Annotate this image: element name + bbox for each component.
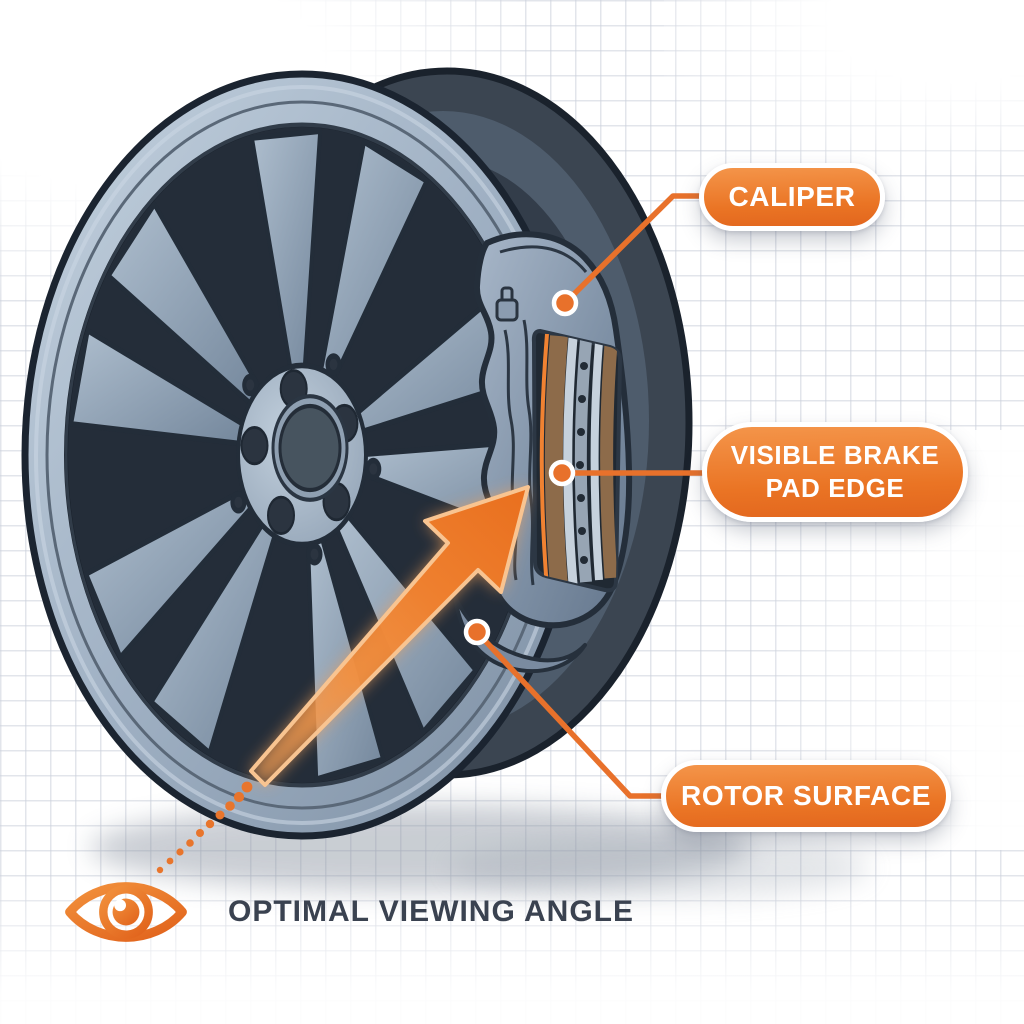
callout-rotor-surface: ROTOR SURFACE (661, 760, 951, 832)
callout-rotor-label: ROTOR SURFACE (681, 780, 931, 811)
rotor-band (563, 337, 578, 585)
leader-line-rotor (474, 630, 664, 799)
callout-caliper-label: CALIPER (728, 181, 856, 212)
rotor-lower-lip (453, 594, 587, 673)
leader-dot-caliper (551, 289, 579, 317)
eye-icon (65, 882, 187, 942)
dotted-sightline (156, 781, 253, 874)
viewing-arrow (249, 485, 530, 787)
callout-pad-line2: PAD EDGE (765, 473, 905, 503)
rotor-rivets (576, 362, 588, 564)
wheel-hub (230, 353, 382, 566)
leader-line-caliper (563, 193, 702, 305)
leader-dot-brake-pad (548, 459, 576, 487)
callout-caliper: CALIPER (699, 163, 885, 231)
caption-row: OPTIMAL VIEWING ANGLE (62, 870, 634, 954)
leader-dots (463, 289, 579, 646)
leader-dot-rotor (463, 618, 491, 646)
leader-lines (474, 193, 705, 799)
callout-pad-line1: VISIBLE BRAKE (730, 439, 940, 470)
brake-pad-edge-highlight (539, 333, 549, 589)
rotor-window (531, 328, 623, 593)
callout-visible-brake-pad-edge: VISIBLE BRAKE PAD EDGE (702, 422, 968, 522)
caption-text: OPTIMAL VIEWING ANGLE (228, 895, 635, 928)
brake-pad-band (544, 335, 568, 587)
